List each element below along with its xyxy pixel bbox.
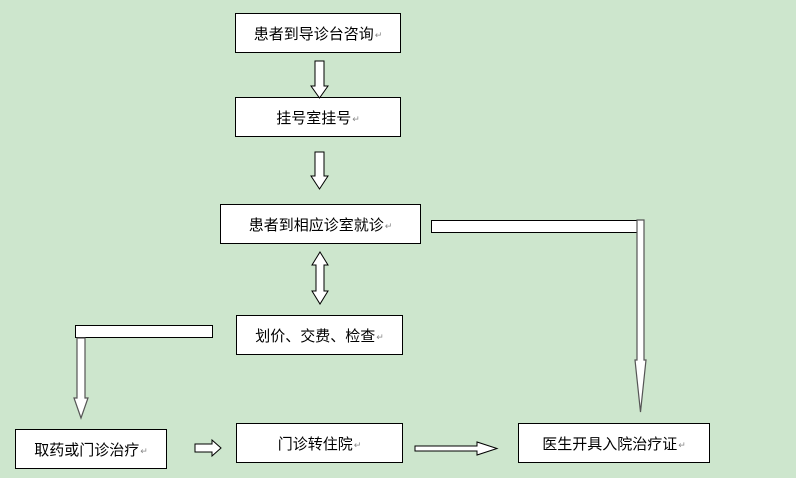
paragraph-mark-icon: ↵ xyxy=(352,115,360,125)
node-guide-desk: 患者到导诊台咨询↵ xyxy=(235,13,401,53)
node-medicine-treatment: 取药或门诊治疗↵ xyxy=(15,429,167,469)
arrow-double-icon xyxy=(311,251,329,305)
arrow-down-icon xyxy=(73,337,89,420)
node-label: 挂号室挂号 xyxy=(276,108,352,127)
node-label: 医生开具入院治疗证 xyxy=(542,434,678,453)
node-admission-cert: 医生开具入院治疗证↵ xyxy=(518,423,710,463)
node-registration: 挂号室挂号↵ xyxy=(235,97,401,137)
connector-bar-left xyxy=(75,325,213,338)
paragraph-mark-icon: ↵ xyxy=(678,441,686,451)
paragraph-mark-icon: ↵ xyxy=(376,333,384,343)
arrow-right-icon xyxy=(414,441,499,456)
paragraph-mark-icon: ↵ xyxy=(140,447,148,457)
node-billing-exam: 划价、交费、检查↵ xyxy=(236,315,403,355)
node-transfer-inpatient: 门诊转住院↵ xyxy=(236,423,403,463)
node-label: 门诊转住院 xyxy=(277,434,353,453)
paragraph-mark-icon: ↵ xyxy=(353,441,362,451)
node-consult-room: 患者到相应诊室就诊↵ xyxy=(220,204,421,244)
arrow-right-icon xyxy=(194,438,222,458)
paragraph-mark-icon: ↵ xyxy=(374,31,383,41)
arrow-down-icon xyxy=(310,60,329,99)
arrow-down-icon xyxy=(634,219,647,413)
node-label: 取药或门诊治疗 xyxy=(34,440,140,459)
paragraph-mark-icon: ↵ xyxy=(384,222,393,232)
node-label: 患者到导诊台咨询 xyxy=(253,24,374,43)
node-label: 划价、交费、检查 xyxy=(255,326,376,345)
arrow-down-icon xyxy=(310,151,329,190)
node-label: 患者到相应诊室就诊 xyxy=(248,215,384,234)
